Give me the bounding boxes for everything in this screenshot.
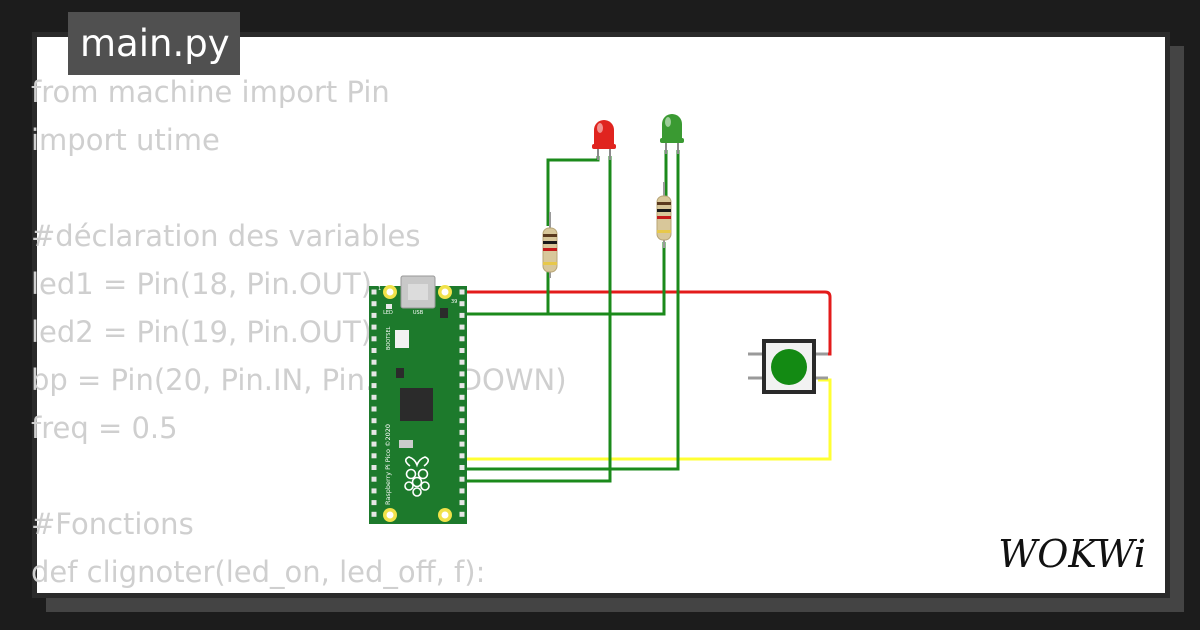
pico-pin[interactable] <box>371 465 377 470</box>
pico-pin[interactable] <box>371 312 377 318</box>
pico-pin[interactable] <box>371 406 377 412</box>
pico-pin[interactable] <box>459 394 465 400</box>
pico-pin[interactable] <box>371 336 377 342</box>
wokwi-logo: WOKWi <box>998 532 1146 576</box>
pico-pin[interactable] <box>459 312 465 318</box>
pico-pin[interactable] <box>371 371 377 377</box>
resistor-2[interactable] <box>656 182 672 248</box>
code-line: #déclaration des variables <box>31 219 421 253</box>
code-line: #Fonctions <box>31 507 194 541</box>
pico-pin[interactable] <box>459 453 465 459</box>
pico-pin[interactable] <box>459 383 465 389</box>
raspberry-pi-pico[interactable]: USB LED 1 39 BOOTSEL Raspberry Pi Pico ©… <box>369 275 467 524</box>
pico-pin1-label: 1 <box>378 286 381 292</box>
wire-green-led2-pin[interactable] <box>450 242 666 316</box>
pico-pin[interactable] <box>371 453 377 459</box>
pico-pin[interactable] <box>371 511 377 517</box>
wire-green-led1-gnd[interactable] <box>457 156 612 483</box>
code-line: from machine import Pin <box>31 75 390 109</box>
push-button[interactable] <box>748 339 828 394</box>
wire-red-power[interactable] <box>455 290 832 356</box>
pico-pin[interactable] <box>371 488 377 494</box>
pico-usb-label: USB <box>413 310 424 316</box>
code-line: led2 = Pin(19, Pin.OUT) <box>31 315 373 349</box>
pico-bootsel-label: BOOTSEL <box>386 326 392 350</box>
file-tab[interactable]: main.py <box>68 12 240 75</box>
pico-pin[interactable] <box>371 476 377 482</box>
file-tab-label: main.py <box>80 22 230 65</box>
pico-pin[interactable] <box>371 348 377 353</box>
pico-pin[interactable] <box>371 324 377 330</box>
code-background: from machine import Pin import utime #décl… <box>31 68 567 596</box>
pico-pin[interactable] <box>459 324 465 330</box>
pico-pin[interactable] <box>459 406 465 412</box>
pico-pin[interactable] <box>459 500 465 506</box>
pico-pin[interactable] <box>371 383 377 389</box>
pico-pin[interactable] <box>371 500 377 506</box>
pico-board-name: Raspberry Pi Pico ©2020 <box>384 424 392 505</box>
button-cap[interactable] <box>771 349 807 385</box>
code-line: freq = 0.5 <box>31 411 178 445</box>
pico-pin[interactable] <box>459 476 465 482</box>
pico-pin[interactable] <box>459 336 465 342</box>
pico-pin[interactable] <box>459 465 465 470</box>
pico-pin39-label: 39 <box>451 299 457 305</box>
code-line: def clignoter(led_on, led_off, f): <box>31 555 486 589</box>
pico-pin[interactable] <box>459 418 465 424</box>
pico-pin[interactable] <box>459 511 465 517</box>
pico-pin[interactable] <box>459 488 465 494</box>
pico-pin[interactable] <box>459 301 465 307</box>
pico-pin[interactable] <box>371 359 377 365</box>
led-red[interactable] <box>592 120 616 160</box>
pico-pin[interactable] <box>459 289 465 295</box>
pico-pin[interactable] <box>459 348 465 353</box>
rp2040-chip <box>400 388 433 421</box>
code-line: import utime <box>31 123 220 157</box>
led-green[interactable] <box>660 114 684 154</box>
pico-pin[interactable] <box>371 441 377 447</box>
led-indicator <box>386 304 392 309</box>
code-line: led1 = Pin(18, Pin.OUT) <box>31 267 373 301</box>
pico-pins-left <box>371 289 377 517</box>
bootsel-button[interactable] <box>395 330 409 348</box>
pico-pin[interactable] <box>371 301 377 307</box>
pico-pin[interactable] <box>371 429 377 435</box>
pico-pin[interactable] <box>459 441 465 447</box>
resistor-1[interactable] <box>542 212 558 278</box>
pico-pin[interactable] <box>459 429 465 435</box>
wire-green-led2-gnd[interactable] <box>457 150 680 471</box>
pico-pins-right <box>459 289 465 517</box>
pico-pin[interactable] <box>459 371 465 377</box>
pico-pin[interactable] <box>371 418 377 424</box>
pico-led-label: LED <box>383 310 393 316</box>
pico-pin[interactable] <box>371 289 377 295</box>
wire-yellow-button[interactable] <box>457 378 832 461</box>
pico-pin[interactable] <box>459 359 465 365</box>
pico-pin[interactable] <box>371 394 377 400</box>
wire-green-led1-resistor[interactable] <box>546 156 600 226</box>
raspberry-logo-icon <box>404 456 430 497</box>
